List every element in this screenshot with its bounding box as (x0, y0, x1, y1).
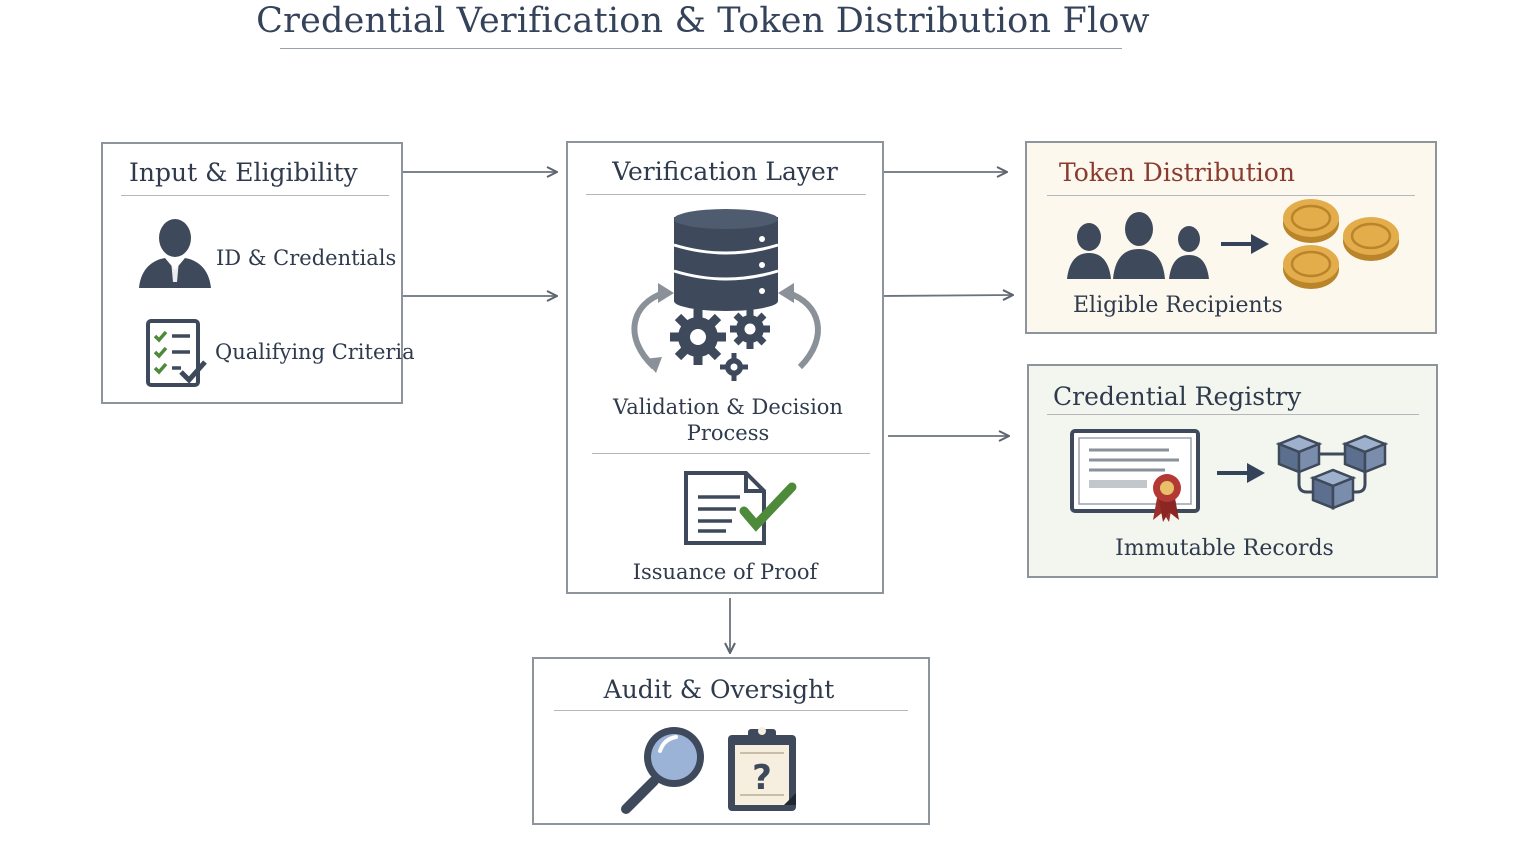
token-distribution-title: Token Distribution (1059, 158, 1295, 187)
title-underline (280, 48, 1122, 49)
blockchain-icon (1273, 432, 1393, 516)
qualifying-criteria-label: Qualifying Criteria (215, 340, 415, 364)
verification-mid-rule (592, 453, 870, 454)
database-gears-icon (616, 207, 836, 389)
input-eligibility-box: Input & Eligibility ID & Credentials Qua… (101, 142, 415, 404)
people-icon (1065, 209, 1215, 285)
document-check-icon (682, 469, 798, 551)
arrow-verify-to-token-bottom (881, 295, 1012, 296)
input-title-rule (121, 195, 389, 196)
registry-title-rule (1047, 414, 1419, 415)
clipboard-question-icon: ? (724, 723, 804, 819)
svg-text:?: ? (752, 758, 772, 798)
issuance-proof-label: Issuance of Proof (632, 560, 818, 584)
validation-decision-label: Validation & Decision Process (613, 395, 843, 445)
checklist-icon (145, 318, 211, 394)
credential-registry-title: Credential Registry (1053, 382, 1302, 411)
certificate-icon (1069, 428, 1203, 528)
arrow-right-icon (1219, 231, 1271, 261)
audit-title-rule (554, 710, 908, 711)
immutable-records-label: Immutable Records (1115, 536, 1334, 561)
verification-layer-box: Verification Layer (566, 141, 884, 594)
eligible-recipients-label: Eligible Recipients (1073, 293, 1283, 318)
verification-layer-title: Verification Layer (612, 157, 838, 186)
token-distribution-box: Token Distribution (1025, 141, 1437, 334)
input-eligibility-title: Input & Eligibility (129, 158, 358, 187)
diagram-title: Credential Verification & Token Distribu… (256, 1, 1150, 41)
arrow-right-icon (1215, 460, 1267, 490)
magnifier-icon (618, 721, 714, 821)
audit-oversight-title: Audit & Oversight (603, 675, 835, 704)
token-title-rule (1047, 195, 1415, 196)
id-credentials-label: ID & Credentials (216, 246, 397, 270)
coins-icon (1279, 195, 1403, 295)
person-icon (135, 216, 215, 294)
audit-oversight-box: Audit & Oversight ? (532, 657, 930, 825)
credential-registry-box: Credential Registry (1027, 364, 1438, 578)
verification-title-rule (586, 194, 866, 195)
